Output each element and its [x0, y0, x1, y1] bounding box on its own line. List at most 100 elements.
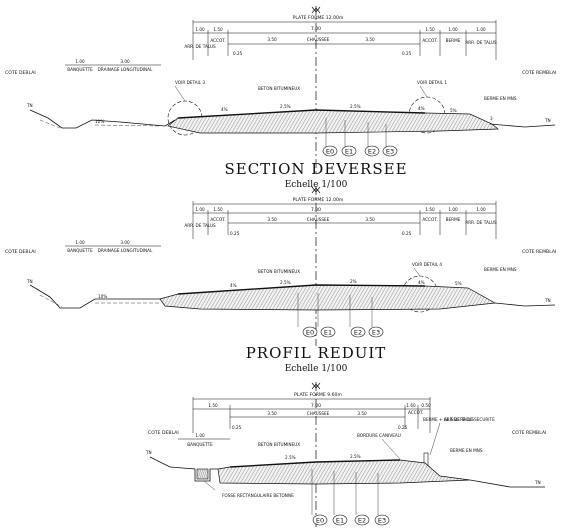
layer-e1: E1 [324, 329, 332, 337]
axis-marker-icon [311, 186, 321, 194]
layer-e0: E0 [326, 148, 334, 156]
layer-e2: E2 [368, 148, 376, 156]
pavement-body [167, 109, 499, 134]
dim-mid-right: 3.50 [365, 217, 375, 222]
beton-label: BETON BITUMINEUX [258, 442, 300, 447]
ditch-dim-2: 3.00 [120, 59, 130, 64]
slope-3: 2.5% [350, 104, 361, 109]
axis-value: 7.00 [311, 207, 321, 213]
slope-1: 4% [221, 107, 228, 112]
dim-top-5: 1.00 [476, 27, 486, 32]
cote-remblai: COTE REMBLAI [522, 70, 556, 76]
zone-arr-right: ARR. DE TALUS [465, 220, 497, 225]
profil-reduit: PLATE FORME 12.00m 7.00 1.00 1.50 1.50 1… [5, 186, 556, 374]
dim-mid-label: CHAUSSEE [307, 37, 330, 42]
dim-mid-left: 3.50 [267, 411, 277, 416]
cote-deblai: COTE DEBLAI [148, 430, 179, 436]
bordure-label: BORDURE CANIVEAU [357, 433, 401, 438]
cote-remblai: COTE REMBLAI [512, 430, 546, 436]
slope-7: 3 [490, 116, 493, 121]
slope-2: 2.5% [280, 280, 291, 285]
beton-label: BETON BITUMINEUX [258, 86, 300, 91]
axis-marker-icon [311, 382, 321, 390]
detail-left-label: VOIR DETAIL 3 [175, 80, 205, 85]
layer-e2: E2 [358, 517, 366, 525]
small-dim-right: 0.25 [398, 425, 408, 430]
dim-mid-right: 3.50 [357, 411, 367, 416]
slope-2: 2.5% [280, 104, 291, 109]
slope-1: 4% [230, 283, 237, 288]
zone-accot-left: ACCOT. [210, 217, 225, 222]
zone-accot-right: ACCOT. [422, 38, 437, 43]
tn-left: TN [26, 279, 33, 284]
pavement-body [217, 459, 471, 485]
dim-top-3: 1.50 [425, 27, 435, 32]
pavement-body [159, 284, 497, 311]
dim-top-1: 1.00 [195, 27, 205, 32]
plateforme-label: PLATE FORME 12.00m [293, 197, 344, 203]
berme-note: BERME EN MNS [484, 96, 517, 101]
plateforme-label: PLATE FORME 12.00m [293, 15, 344, 21]
dim-top-4: 1.00 [448, 207, 458, 212]
layer-callouts: E0 E1 E2 E3 [322, 145, 398, 157]
berme-note: BERME EN MNS [450, 448, 483, 453]
cote-remblai: COTE REMBLAI [522, 249, 556, 255]
zone-berme: BERME [446, 217, 461, 222]
tn-left: TN [145, 450, 152, 455]
slope-4: 4% [418, 280, 425, 285]
dim-mid-label: CHAUSSEE [307, 411, 330, 416]
layer-e3: E3 [378, 517, 386, 525]
slope-3: 2% [350, 279, 357, 284]
dim-top-3: 0.50 [421, 403, 431, 408]
slope-6: 10% [95, 119, 104, 124]
slope-5: 5% [450, 108, 457, 113]
plateforme-label: PLATE FORME 9.60m [294, 392, 342, 398]
dim-top-1: 1.50 [208, 403, 218, 408]
small-dim-right: 0.25 [402, 231, 412, 236]
dim-mid-left: 3.50 [267, 217, 277, 222]
ditch-dim-1: 1.00 [195, 433, 205, 438]
layer-e0: E0 [306, 329, 314, 337]
section-title: PROFIL REDUIT [246, 344, 387, 362]
section-deversee: PLATE FORME 12.00m 7.00 1.00 1.50 1.50 1… [5, 6, 556, 190]
dim-mid-left: 3.50 [267, 37, 277, 42]
slope-2: 2.5% [350, 454, 361, 459]
small-dim-left: 0.25 [232, 425, 242, 430]
section-scale: Echelle 1/100 [285, 180, 348, 190]
profil-bordure-caniveau: PLATE FORME 9.60m 7.00 1.50 1.60 0.50 3.… [145, 382, 546, 527]
layer-e3: E3 [386, 148, 394, 156]
fosse-rectangulaire [196, 468, 209, 480]
dim-top-2: 1.50 [213, 207, 223, 212]
glissiere-label: GLISSIERE DE SECURITE [444, 417, 495, 422]
axis-marker-icon [311, 6, 321, 14]
berme-arr-label: BERME + ARR DE TALUS [423, 417, 474, 422]
dim-top-2: 1.50 [213, 27, 223, 32]
section-title: SECTION DEVERSEE [224, 160, 407, 178]
layer-e2: E2 [354, 329, 362, 337]
ditch-banquette: BANQUETTE [67, 67, 93, 72]
ditch-dim-1: 1.00 [75, 59, 85, 64]
beton-label: BETON BITUMINEUX [258, 269, 300, 274]
layer-callouts: E0 E1 E2 E3 [302, 326, 384, 338]
fosse-label: FOSSE RECTANGULAIRE BETONNE [222, 493, 294, 498]
small-dim-left: 0.25 [233, 51, 243, 56]
zone-arr-left: ARR. DE TALUS [184, 223, 216, 228]
small-dim-right: 0.25 [402, 51, 412, 56]
slope-6: 10% [98, 294, 107, 299]
layer-callouts: E0 E1 E2 E3 [312, 514, 390, 526]
layer-e1: E1 [336, 517, 344, 525]
tn-right: TN [544, 118, 551, 123]
ditch-banquette: BANQUETTE [67, 248, 93, 253]
dim-top-4: 1.00 [448, 27, 458, 32]
berme-note: BERME EN MNS [484, 267, 517, 272]
dim-top-2: 1.60 [406, 403, 416, 408]
layer-e3: E3 [372, 329, 380, 337]
dim-mid-label: CHAUSSEE [307, 217, 330, 222]
tn-right: TN [544, 298, 551, 303]
terrain-line [29, 109, 176, 129]
ditch-drainage: DRAINAGE LONGITUDINAL [98, 248, 153, 253]
layer-e1: E1 [345, 148, 353, 156]
cote-deblai: COTE DEBLAI [5, 249, 36, 255]
slope-4: 4% [418, 106, 425, 111]
